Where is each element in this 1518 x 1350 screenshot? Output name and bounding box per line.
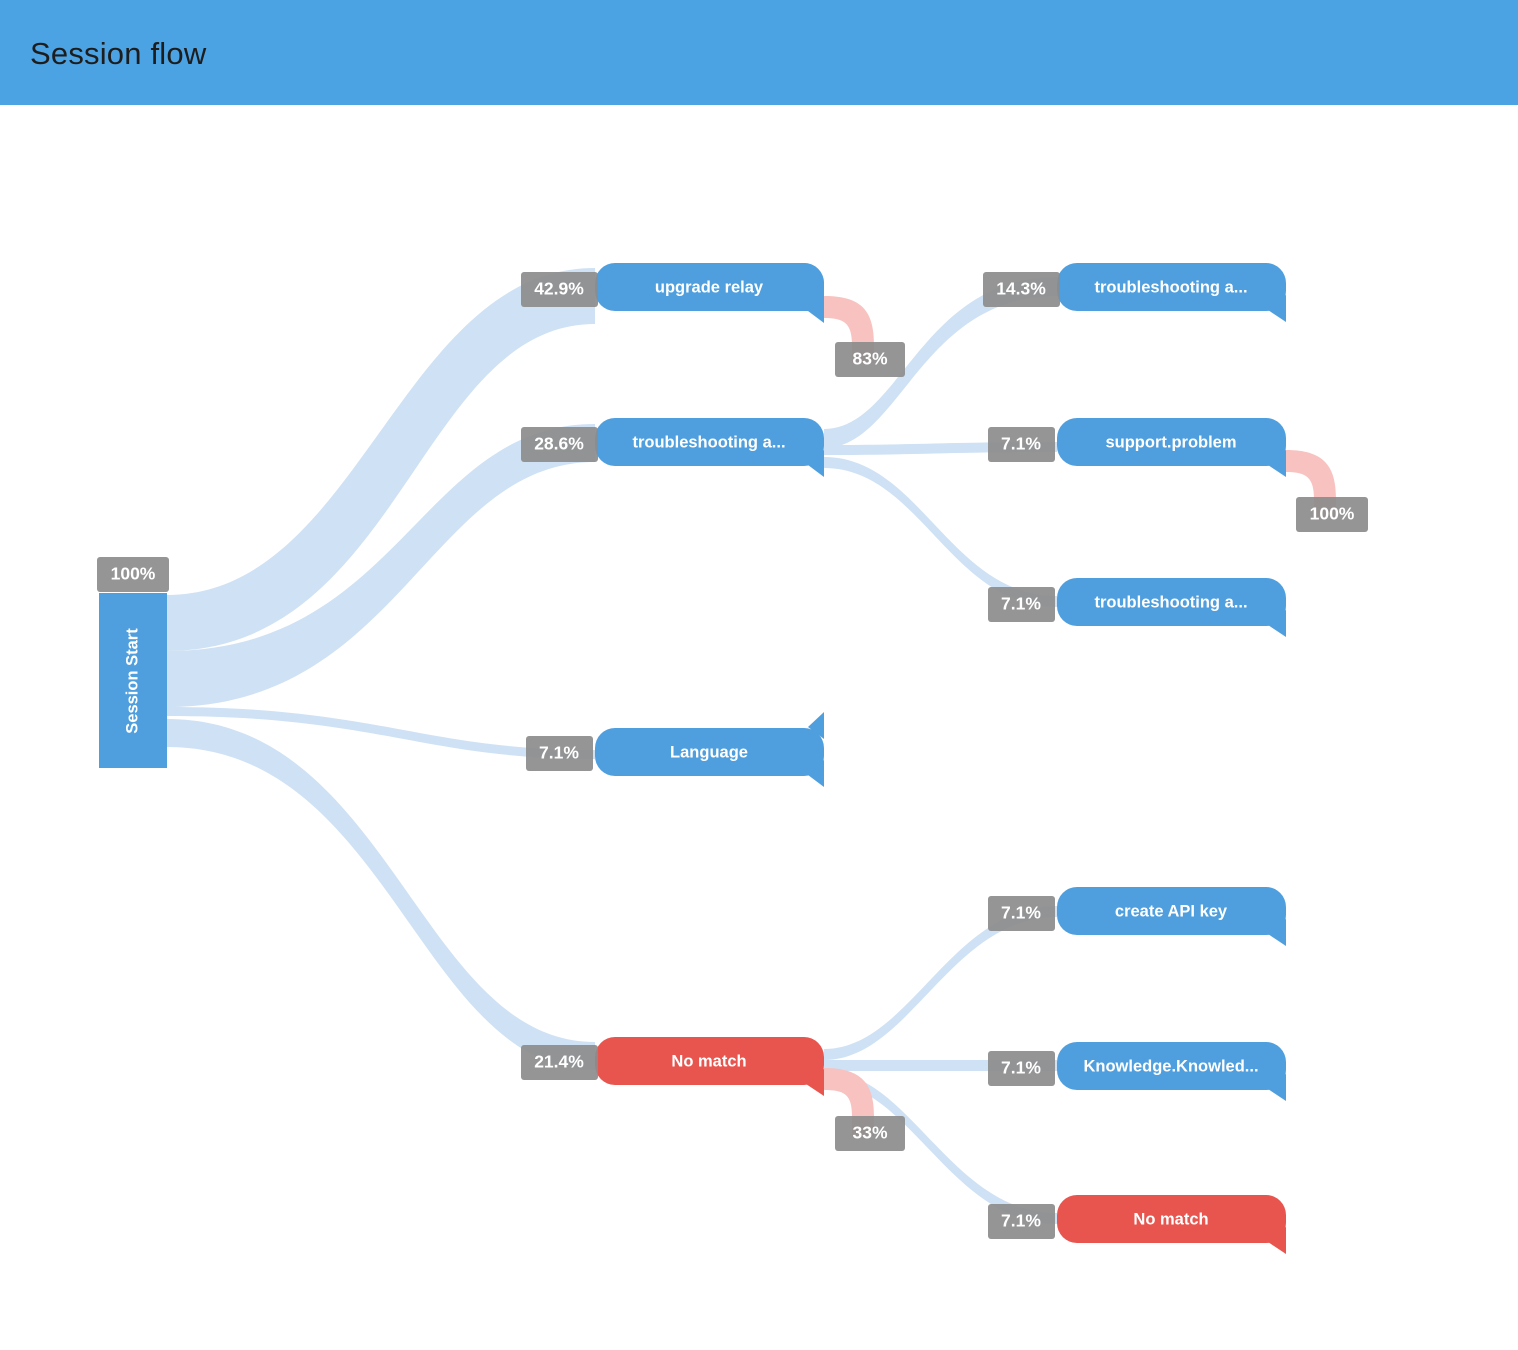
badge-language-text: 7.1% xyxy=(539,743,579,763)
link-session-start-to-upgrade-relay[interactable] xyxy=(167,268,595,651)
badge-support-problem-text: 7.1% xyxy=(1001,434,1041,454)
badge-support-problem[interactable]: 7.1% xyxy=(988,427,1055,462)
badge-exit-support-problem-text: 100% xyxy=(1310,504,1355,524)
node-language-label: Language xyxy=(670,743,748,761)
node-troubleshooting-right-label: troubleshooting a... xyxy=(1094,593,1247,611)
page-title: Session flow xyxy=(30,36,207,71)
node-session-start-label: Session Start xyxy=(123,628,141,734)
badge-create-api-key-text: 7.1% xyxy=(1001,903,1041,923)
badge-upgrade-relay[interactable]: 42.9% xyxy=(521,272,598,307)
badge-no-match-mid-text: 21.4% xyxy=(534,1052,584,1072)
badge-troubleshooting-mid[interactable]: 28.6% xyxy=(521,427,598,462)
badge-no-match-right[interactable]: 7.1% xyxy=(988,1204,1055,1239)
link-session-start-to-language[interactable] xyxy=(167,707,595,759)
link-layer xyxy=(167,268,1336,1224)
badge-session-start-text: 100% xyxy=(111,564,156,584)
badge-knowledge-text: 7.1% xyxy=(1001,1058,1041,1078)
badge-no-match-mid[interactable]: 21.4% xyxy=(521,1045,598,1080)
node-troubleshooting-top[interactable]: troubleshooting a... xyxy=(1057,263,1286,322)
badge-create-api-key[interactable]: 7.1% xyxy=(988,896,1055,931)
node-create-api-key-label: create API key xyxy=(1115,902,1228,920)
badge-troubleshooting-right[interactable]: 7.1% xyxy=(988,587,1055,622)
node-support-problem[interactable]: support.problem xyxy=(1057,418,1286,477)
badge-no-match-right-text: 7.1% xyxy=(1001,1211,1041,1231)
node-language[interactable]: Language xyxy=(595,712,824,787)
node-upgrade-relay-label: upgrade relay xyxy=(655,278,764,296)
link-troubleshooting-mid-to-troubleshooting-top[interactable] xyxy=(824,277,1057,448)
badge-upgrade-relay-text: 42.9% xyxy=(534,279,584,299)
badge-language[interactable]: 7.1% xyxy=(526,736,593,771)
link-session-start-to-no-match[interactable] xyxy=(167,719,595,1070)
node-knowledge[interactable]: Knowledge.Knowled... xyxy=(1057,1042,1286,1101)
link-troubleshooting-mid-to-troubleshooting-right[interactable] xyxy=(824,457,1057,607)
badge-troubleshooting-right-text: 7.1% xyxy=(1001,594,1041,614)
node-troubleshooting-top-label: troubleshooting a... xyxy=(1094,278,1247,296)
node-session-start[interactable]: Session Start xyxy=(99,593,167,768)
node-no-match-right-label: No match xyxy=(1133,1210,1208,1228)
node-create-api-key[interactable]: create API key xyxy=(1057,887,1286,946)
sankey-diagram: Session Start upgrade relay troubleshoot… xyxy=(0,105,1518,1350)
badge-troubleshooting-top[interactable]: 14.3% xyxy=(983,272,1060,307)
node-no-match-mid-label: No match xyxy=(671,1052,746,1070)
node-troubleshooting-mid[interactable]: troubleshooting a... xyxy=(595,418,824,477)
badge-troubleshooting-top-text: 14.3% xyxy=(996,279,1046,299)
node-upgrade-relay[interactable]: upgrade relay xyxy=(595,263,824,323)
node-knowledge-label: Knowledge.Knowled... xyxy=(1083,1057,1258,1075)
badge-exit-upgrade-relay-text: 83% xyxy=(852,349,887,369)
badge-knowledge[interactable]: 7.1% xyxy=(988,1051,1055,1086)
page-header: Session flow xyxy=(0,0,1518,105)
node-layer: Session Start upgrade relay troubleshoot… xyxy=(99,263,1286,1254)
badge-exit-upgrade-relay[interactable]: 83% xyxy=(835,342,905,377)
badge-layer: 100% 42.9% 28.6% 7.1% xyxy=(97,272,1368,1239)
node-support-problem-label: support.problem xyxy=(1105,433,1236,451)
node-no-match-mid[interactable]: No match xyxy=(595,1037,824,1096)
badge-exit-no-match[interactable]: 33% xyxy=(835,1116,905,1151)
badge-session-start[interactable]: 100% xyxy=(97,557,169,592)
node-troubleshooting-right[interactable]: troubleshooting a... xyxy=(1057,578,1286,637)
badge-troubleshooting-mid-text: 28.6% xyxy=(534,434,584,454)
node-troubleshooting-mid-label: troubleshooting a... xyxy=(632,433,785,451)
link-session-start-to-troubleshooting-mid[interactable] xyxy=(167,424,595,707)
badge-exit-support-problem[interactable]: 100% xyxy=(1296,497,1368,532)
badge-exit-no-match-text: 33% xyxy=(852,1123,887,1143)
node-no-match-right[interactable]: No match xyxy=(1057,1195,1286,1254)
